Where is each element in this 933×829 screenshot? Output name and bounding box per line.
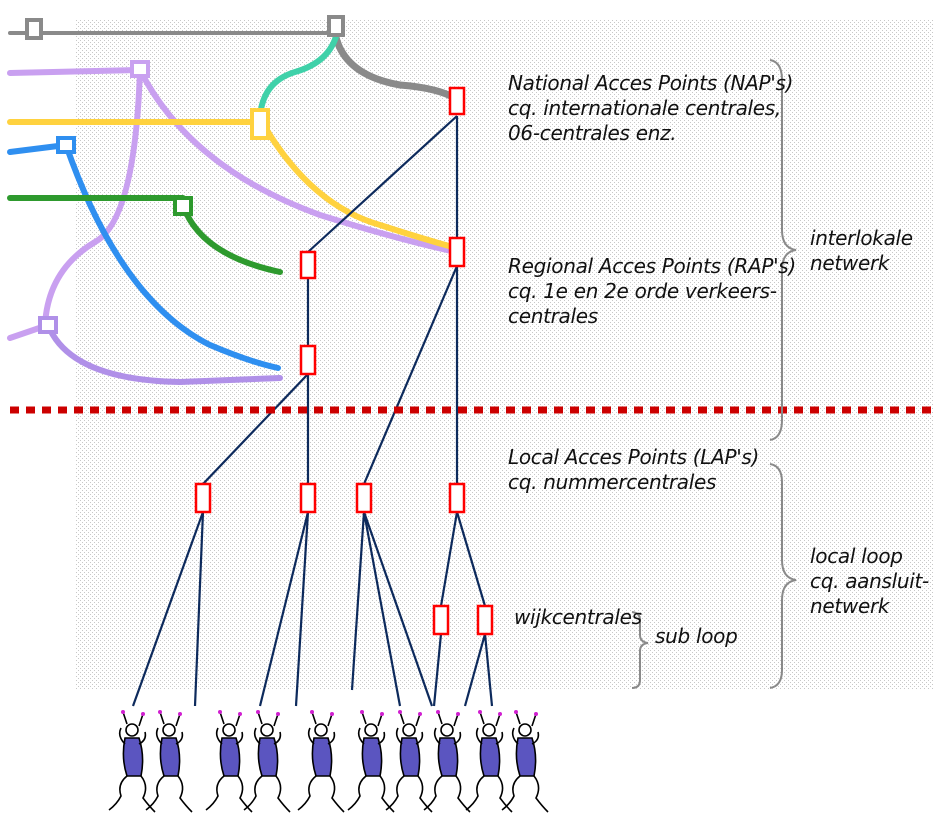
violet-cable-top [7,67,143,76]
rap-exchange-1 [448,236,466,268]
gray-junction-right [327,15,345,37]
end-users [108,710,549,813]
wijkcentrales-label: wijkcentrales [514,605,642,630]
end-user-figure [423,710,471,813]
link-lap4-wijk2 [455,511,487,607]
link-wijk2-user8 [463,633,487,707]
rap-label: Regional Acces Points (RAP's) cq. 1e en … [508,254,796,329]
link-lap1-user2 [193,511,205,707]
link-lap3-user6 [362,511,402,707]
link-lap4-wijk1 [439,511,459,607]
link-wijk2-user9 [483,633,494,707]
link-rap3-lap1 [202,373,309,485]
nap-exchange [448,86,466,116]
teal-cable [257,30,340,121]
link-lap3-user7 [362,511,434,707]
nap-label-line3: 06-centrales enz. [508,121,677,145]
end-user-figure [243,710,291,813]
subloop-label: sub loop [655,624,738,649]
end-user-figure [145,710,193,813]
network-links [131,115,494,707]
link-lap3-user5 [350,511,366,691]
blue-junction [56,136,76,154]
wijkcentrales-text: wijkcentrales [514,605,642,629]
lap-exchange-1 [194,482,212,514]
lap-exchange-2 [299,482,317,514]
gray-junction-left [25,18,43,40]
subloop-text: sub loop [655,624,738,648]
green-junction [173,196,193,216]
rap-label-line1: Regional Acces Points (RAP's) [508,254,796,278]
interlokale-line1: interlokale [810,226,913,250]
rap-label-line3: centrales [508,304,598,328]
rap-exchange-3 [299,344,317,376]
violet-cable-drop [42,67,143,328]
end-user-figure [108,710,156,813]
link-nap-rap2 [307,115,458,253]
exchanges [194,86,494,636]
violet-junction-top [130,60,150,78]
lap-label: Local Acces Points (LAP's) cq. nummercen… [508,445,759,495]
rap-label-line2: cq. 1e en 2e orde verkeers- [508,279,777,303]
braces [631,59,797,689]
localloop-line3: netwerk [810,594,890,618]
lap-exchange-4 [448,482,466,514]
violet-cable-bottom-curve [45,322,283,386]
link-lap1-user1 [131,511,205,707]
rap-exchange-2 [299,250,317,280]
yellow-cable-curve [259,119,459,251]
trunk-cables [7,29,462,386]
wijk-exchange-1 [432,604,450,636]
link-wijk1-user7 [432,633,443,707]
link-lap2-user4 [294,511,310,707]
subloop-brace [631,611,649,689]
blue-cable-curve [63,142,281,371]
localloop-line1: local loop [810,544,903,568]
lap-exchange-3 [355,482,373,514]
end-user-figure [501,710,549,813]
interlokale-label: interlokale netwerk [810,226,913,276]
violet-junction-bottom [38,316,58,334]
gray-cable-to-nap [331,29,462,104]
end-user-figure [205,710,253,813]
end-user-figure [297,710,345,813]
end-user-figure [385,710,433,813]
localloop-label: local loop cq. aansluit- netwerk [810,544,929,619]
nap-label-line1: National Acces Points (NAP's) [508,71,794,95]
link-lap2-user3 [258,511,310,707]
end-user-figure [465,710,513,813]
interlokale-line2: netwerk [810,251,890,275]
localloop-line2: cq. aansluit- [810,569,929,593]
lap-label-line2: cq. nummercentrales [508,470,717,494]
end-user-figure [347,710,395,813]
nap-label-line2: cq. internationale centrales, [508,96,781,120]
nap-label: National Acces Points (NAP's) cq. intern… [508,71,793,146]
interlokale-brace [769,59,797,441]
cable-junctions [25,15,345,334]
localloop-brace [769,463,797,689]
yellow-junction [250,108,270,140]
link-rap1-lap3 [362,265,459,485]
wijk-exchange-2 [476,604,494,636]
lap-label-line1: Local Acces Points (LAP's) [508,445,760,469]
